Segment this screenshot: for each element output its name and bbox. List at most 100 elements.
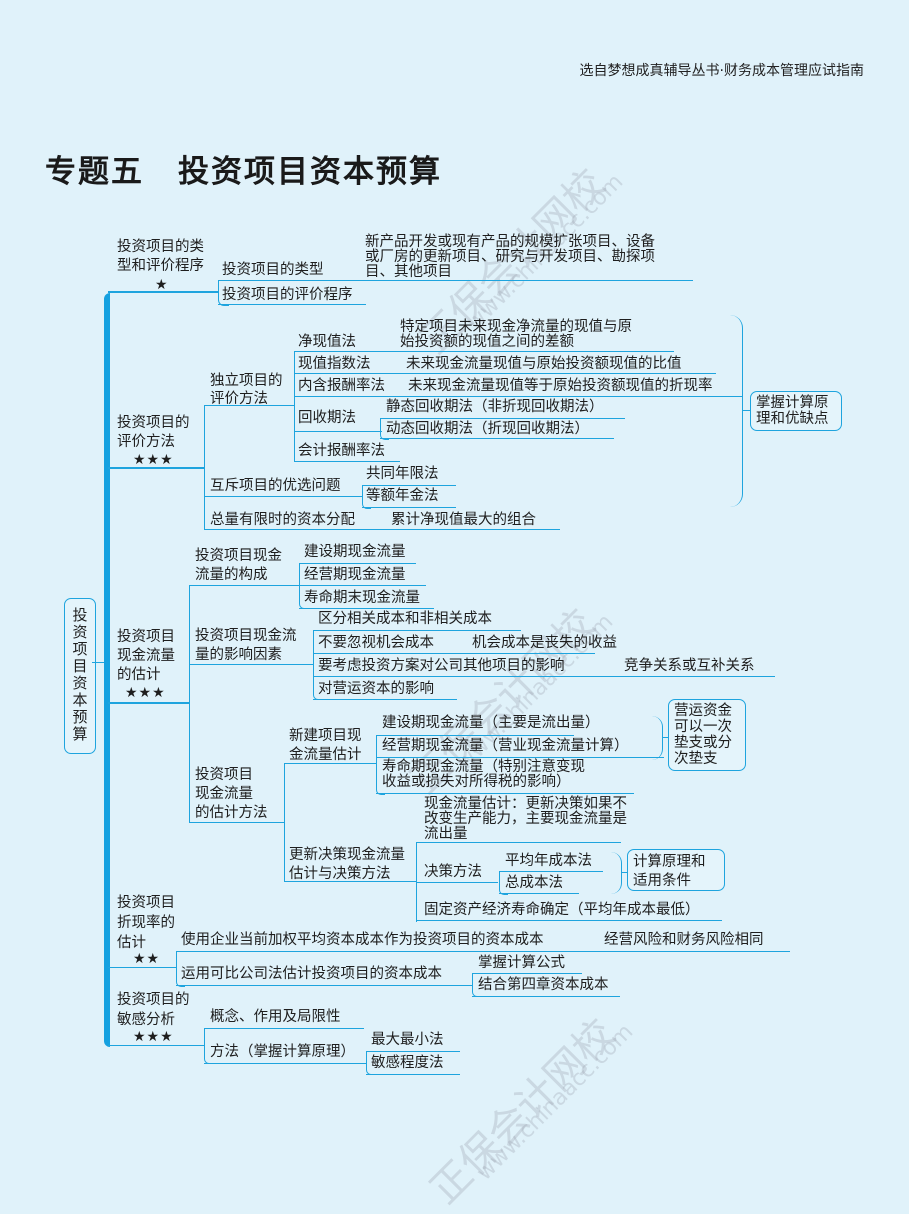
bracket — [218, 281, 229, 306]
underline — [376, 793, 634, 794]
root-node: 投 资 项 目 资 本 预 算 — [64, 598, 96, 754]
factor-relevant-costs: 区分相关成本和非相关成本 — [318, 611, 492, 627]
underline — [499, 871, 603, 872]
underline — [416, 920, 722, 921]
comp-construction: 建设期现金流量 — [304, 544, 406, 560]
underline — [294, 431, 382, 432]
method-arr: 会计报酬率法 — [298, 443, 385, 459]
underline — [472, 996, 620, 997]
underline — [313, 676, 775, 677]
bracket — [380, 419, 389, 440]
importance-stars: ★★ — [133, 951, 161, 967]
underline — [416, 842, 621, 843]
underline — [294, 396, 742, 397]
branch-sensitivity-analysis: 投资项目的 敏感分析 — [117, 992, 190, 1028]
decision-total-cost: 总成本法 — [505, 875, 563, 891]
underline — [366, 1051, 460, 1052]
book-series-header: 选自梦想成真辅导丛书·财务成本管理应试指南 — [579, 63, 864, 79]
node-mutually-exclusive: 互斥项目的优选问题 — [210, 478, 341, 494]
connector — [294, 352, 295, 462]
underline — [204, 1028, 364, 1029]
new-construction: 建设期现金流量（主要是流出量） — [382, 715, 600, 731]
comparable-formula: 掌握计算公式 — [478, 955, 565, 971]
branch-evaluation-methods: 投资项目的 评价方法 — [117, 415, 190, 450]
underline — [294, 373, 716, 374]
watermark-text: 正保会计网校 — [421, 1010, 624, 1213]
underline — [204, 496, 362, 497]
node-cash-flow-composition: 投资项目现金 流量的构成 — [195, 548, 282, 583]
method-max-min: 最大最小法 — [371, 1032, 444, 1048]
node-renewal-decision: 更新决策现金流量 估计与决策方法 — [289, 847, 405, 882]
factor-other-projects: 要考虑投资方案对公司其他项目的影响 — [318, 658, 565, 674]
underline — [176, 951, 790, 952]
underline — [499, 893, 579, 894]
underline — [362, 507, 456, 508]
bracket — [362, 486, 371, 509]
underline — [472, 973, 582, 974]
mutex-equivalent-annuity: 等额年金法 — [366, 488, 439, 504]
underline — [313, 699, 457, 700]
comparable-chapter-four: 结合第四章资本成本 — [478, 977, 609, 993]
node-evaluation-procedure: 投资项目的评价程序 — [222, 287, 353, 303]
economic-life: 固定资产经济寿命确定（平均年成本最低） — [424, 902, 700, 918]
underline — [284, 763, 376, 764]
method-sensitivity-degree: 敏感程度法 — [371, 1055, 444, 1071]
topic-number: 专题五 — [45, 154, 144, 190]
desc-npv: 特定项目未来现金净流量的现值与原 始投资额的现值之间的差额 — [400, 319, 632, 350]
underline — [380, 438, 614, 439]
underline — [204, 405, 294, 406]
decision-methods: 决策方法 — [424, 864, 482, 880]
main-trunk-line — [104, 293, 110, 1047]
brace — [730, 315, 743, 507]
connector — [204, 406, 205, 530]
node-comparable-company: 运用可比公司法估计投资项目的资本成本 — [181, 966, 442, 982]
method-pi: 现值指数法 — [298, 356, 371, 372]
underline — [313, 630, 521, 631]
payback-static: 静态回收期法（非折现回收期法） — [386, 399, 604, 415]
renewal-cash-flow: 现金流量估计：更新决策如果不 改变生产能力，主要现金流量是 流出量 — [424, 796, 627, 842]
underline — [204, 529, 560, 530]
new-operating: 经营期现金流量（营业现金流量计算） — [382, 738, 629, 754]
underline — [299, 585, 426, 586]
desc-other-projects: 竞争关系或互补关系 — [624, 658, 755, 674]
node-independent-projects: 独立项目的 评价方法 — [210, 373, 283, 407]
node-capital-rationing: 总量有限时的资本分配 — [210, 512, 355, 528]
node-estimation-methods: 投资项目 现金流量 的估计方法 — [195, 767, 268, 821]
underline — [218, 280, 693, 281]
note-principles: 掌握计算原 理和优缺点 — [750, 391, 842, 431]
branch-line — [108, 702, 190, 704]
underline — [284, 881, 416, 882]
connector — [662, 737, 668, 738]
underline — [189, 822, 284, 823]
underline — [294, 351, 674, 352]
note-calculation-conditions: 计算原理和 适用条件 — [627, 849, 725, 891]
underline — [189, 585, 299, 586]
page-title: 专题五投资项目资本预算 — [45, 146, 442, 191]
underline — [380, 418, 625, 419]
decision-average-annual-cost: 平均年成本法 — [505, 853, 592, 869]
note-working-capital: 营运资金 可以一次 垫支或分 次垫支 — [668, 699, 746, 771]
watermark-url: www.chinaacc.com — [471, 1019, 639, 1186]
underline — [416, 882, 498, 883]
root-connector — [92, 662, 106, 663]
mutex-common-life: 共同年限法 — [366, 466, 439, 482]
topic-title: 投资项目资本预算 — [178, 154, 442, 190]
factor-working-capital: 对营运资本的影响 — [318, 681, 434, 697]
payback-dynamic: 动态回收期法（折现回收期法） — [386, 421, 589, 437]
node-influencing-factors: 投资项目现金流 量的影响因素 — [195, 628, 297, 663]
desc-wacc: 经营风险和财务风险相同 — [604, 932, 764, 948]
method-npv: 净现值法 — [298, 334, 356, 350]
desc-opportunity-cost: 机会成本是丧失的收益 — [472, 635, 617, 651]
importance-stars: ★ — [155, 277, 169, 293]
bracket — [499, 872, 508, 895]
branch-line — [108, 1045, 204, 1046]
method-irr: 内含报酬率法 — [298, 378, 385, 394]
desc-irr: 未来现金流量现值等于原始投资额现值的折现率 — [408, 378, 713, 394]
underline — [299, 608, 434, 609]
brace — [611, 852, 622, 894]
connector — [189, 586, 190, 822]
branch-types-procedure: 投资项目的类 型和评价程序 — [117, 239, 204, 274]
node-new-project: 新建项目现 金流量估计 — [289, 728, 362, 763]
underline — [313, 653, 595, 654]
desc-pi: 未来现金流量现值与原始投资额现值的比值 — [406, 356, 682, 372]
